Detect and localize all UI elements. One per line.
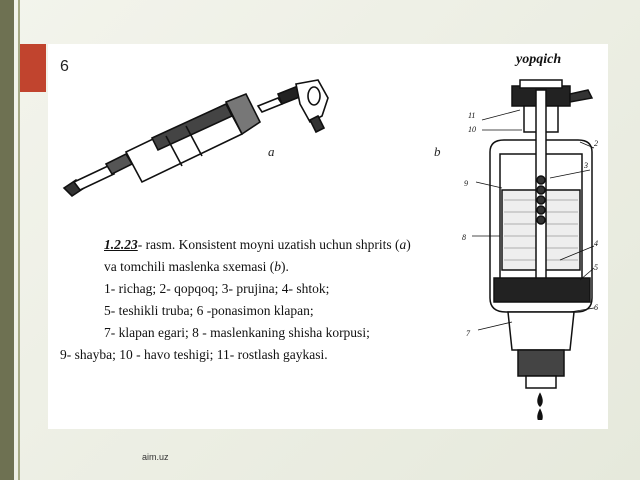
caption-line-2-end: ). [280,259,289,274]
callout-number: 9 [464,179,468,188]
callout-number: 10 [468,125,476,134]
grease-gun-drawing [62,79,329,198]
figure-b-title: yopqich [516,52,562,67]
callout-number: 3 [583,161,588,170]
left-decorative-line [18,0,20,480]
figure-label-b: b [434,144,441,159]
caption-line-2: va tomchili maslenka sxemasi (b). [60,256,411,278]
callout-number: 2 [594,139,598,148]
callout-number: 5 [594,263,598,272]
caption-line-4: 5- teshikli truba; 6 -ponasimon klapan; [104,303,314,318]
caption-line-5: 7- klapan egari; 8 - maslenkaning shisha… [104,325,370,340]
caption-line-6: 9- shayba; 10 - havo teshigi; 11- rostla… [60,347,328,362]
figure-number: 1.2.23 [104,237,138,252]
caption-b-ref: b [274,259,281,274]
drip-oiler-schematic: 11 10 2 3 9 8 4 5 6 7 [462,79,598,420]
slide-number: 6 [60,58,69,75]
caption-line-2-text: va tomchili maslenka sxemasi ( [104,259,275,274]
callout-number: 11 [468,111,475,120]
figure-label-a: a [268,144,275,159]
red-accent-marker [20,44,46,92]
callout-number: 6 [594,303,598,312]
caption-line-3: 1- richag; 2- qopqoq; 3- prujina; 4- sht… [104,281,330,296]
footer-source: aim.uz [142,452,169,462]
caption-line-1: 1.2.23- rasm. Konsistent moyni uzatish u… [60,234,411,256]
callout-number: 8 [462,233,466,242]
caption-a-ref: a [399,237,407,252]
caption-line-1-text: - rasm. Konsistent moyni uzatish uchun s… [137,237,400,252]
figure-caption: 1.2.23- rasm. Konsistent moyni uzatish u… [60,234,411,366]
caption-line-1-end: ) [406,237,411,252]
left-decorative-bar [0,0,14,480]
callout-number: 7 [466,329,471,338]
callout-number: 4 [594,239,598,248]
